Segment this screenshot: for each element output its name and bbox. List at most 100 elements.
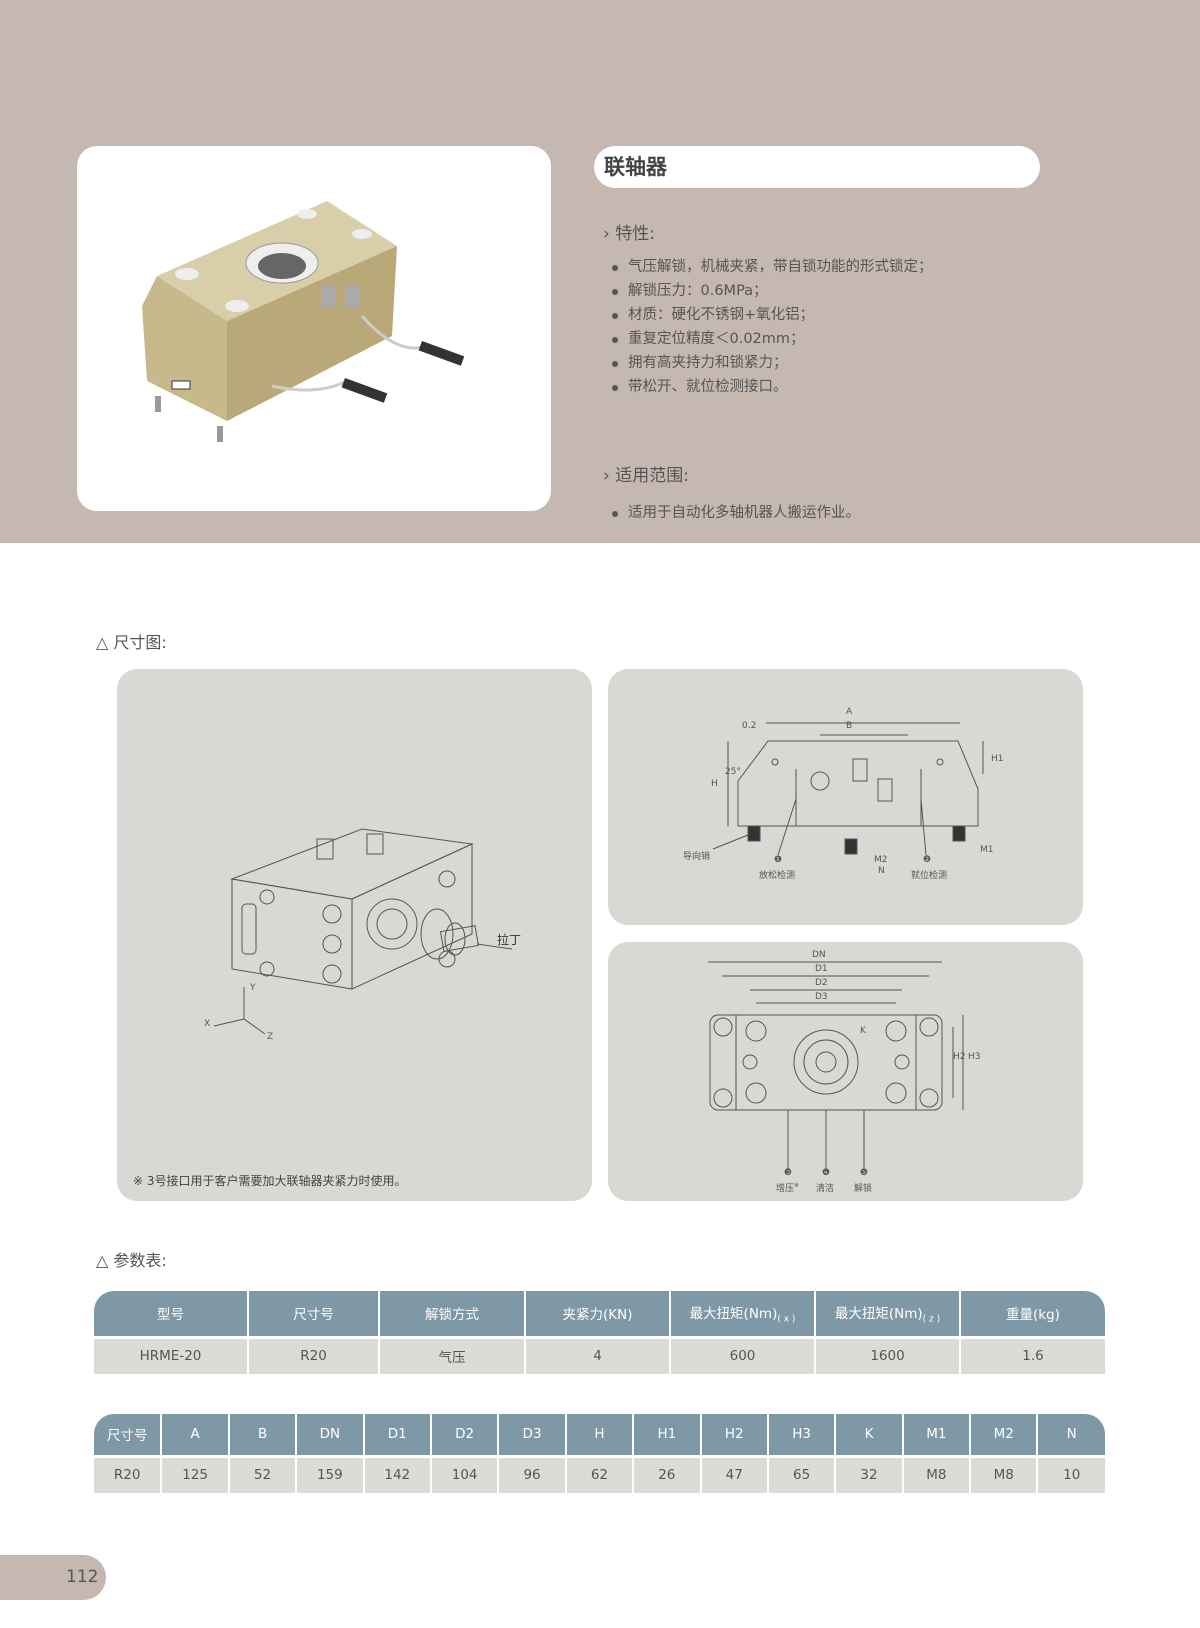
- scope-list: 适用于自动化多轴机器人搬运作业。: [612, 501, 860, 525]
- table-row: HRME-20 R20 气压 4 600 1600 1.6: [94, 1335, 1105, 1374]
- dim-H1: H1: [991, 754, 1004, 764]
- axis-z-label: Z: [267, 1032, 274, 1042]
- cell: 32: [835, 1454, 904, 1493]
- cell: M8: [970, 1454, 1039, 1493]
- dimension-section-label: △ 尺寸图:: [96, 633, 167, 652]
- isometric-drawing: [213, 828, 513, 1035]
- col-header: H: [565, 1414, 635, 1456]
- list-item: 拥有高夹持力和锁紧力；: [612, 351, 933, 375]
- table-header-row: 型号 尺寸号 解锁方式 夹紧力(KN) 最大扭矩(Nm)( x ) 最大扭矩(N…: [94, 1291, 1105, 1337]
- list-item: 材质：硬化不锈钢+氧化铝；: [612, 303, 933, 327]
- cell: 1.6: [960, 1335, 1105, 1374]
- dim-M1: M1: [980, 845, 994, 855]
- cell: 气压: [379, 1335, 526, 1374]
- col-header: M1: [902, 1414, 972, 1456]
- cell: 47: [700, 1454, 769, 1493]
- port-2-number: ❷: [923, 855, 932, 865]
- port-4-number: ❹: [822, 1168, 831, 1178]
- cell: 62: [565, 1454, 635, 1493]
- col-header: H3: [767, 1414, 837, 1456]
- cell: 159: [296, 1454, 365, 1493]
- dim-N: N: [878, 866, 885, 876]
- cell: 96: [498, 1454, 567, 1493]
- port-2-label: 就位检测: [911, 871, 948, 881]
- dim-H3: H3: [968, 1052, 981, 1062]
- features-heading: › 特性:: [603, 224, 655, 244]
- port-3-text: 增压: [776, 1184, 795, 1194]
- cell: 600: [670, 1335, 816, 1374]
- port-5-number: ❺: [860, 1168, 869, 1178]
- col-header: A: [161, 1414, 230, 1456]
- dim-M2: M2: [874, 855, 888, 865]
- cell: R20: [248, 1335, 380, 1374]
- list-item: 带松开、就位检测接口。: [612, 375, 933, 399]
- col-header-text: 最大扭矩(Nm): [834, 1305, 923, 1322]
- col-header: 型号: [94, 1291, 249, 1337]
- port-1-number: ❶: [774, 855, 783, 865]
- coupling-product-image: [142, 201, 465, 442]
- dim-0.2: 0.2: [742, 721, 757, 731]
- guide-pin-label: 导向销: [683, 852, 711, 862]
- port-1-label: 放松检测: [759, 871, 796, 881]
- cell: 26: [633, 1454, 702, 1493]
- port-4-label: 清洁: [816, 1184, 835, 1194]
- list-item: 气压解锁，机械夹紧，带自锁功能的形式锁定；: [612, 255, 933, 279]
- list-item: 重复定位精度＜0.02mm；: [612, 327, 933, 351]
- dim-B: B: [846, 721, 853, 731]
- col-header: H2: [700, 1414, 769, 1456]
- port-5-label: 解锁: [854, 1184, 873, 1194]
- model-params-table: 型号 尺寸号 解锁方式 夹紧力(KN) 最大扭矩(Nm)( x ) 最大扭矩(N…: [94, 1291, 1105, 1374]
- col-header: K: [835, 1414, 904, 1456]
- isometric-view-panel: 拉丁 Y X Z ※ 3号接口用于客户需要加大联轴器夹紧力时使用。: [117, 669, 592, 1201]
- dim-H2: H2: [953, 1052, 966, 1062]
- top-view-panel: DN D1 D2 D3 K H2 H3 ❸ 增压※ ❹ 清洁 ❺ 解锁: [608, 942, 1083, 1201]
- col-header: 解锁方式: [379, 1291, 526, 1337]
- col-header: 最大扭矩(Nm)( x ): [670, 1291, 816, 1337]
- product-title: 联轴器: [594, 146, 1040, 188]
- col-header: D3: [498, 1414, 567, 1456]
- dim-angle: 25°: [725, 767, 741, 777]
- front-view-drawing: [712, 722, 984, 856]
- col-header-sub: ( x ): [777, 1314, 796, 1325]
- col-header: N: [1037, 1414, 1105, 1456]
- port-3-mark: ※: [794, 1182, 800, 1189]
- product-photo: [77, 146, 551, 511]
- cell: 65: [767, 1454, 837, 1493]
- dim-A: A: [846, 707, 853, 717]
- axis-x-label: X: [204, 1019, 211, 1029]
- col-header-text: 最大扭矩(Nm): [689, 1305, 778, 1322]
- list-item: 解锁压力：0.6MPa；: [612, 279, 933, 303]
- scope-heading: › 适用范围:: [603, 466, 689, 486]
- port-3-number: ❸: [784, 1168, 793, 1178]
- col-header-sub: ( z ): [922, 1314, 941, 1325]
- features-heading-text: 特性:: [615, 224, 655, 244]
- cell: HRME-20: [94, 1335, 249, 1374]
- dimension-label-text: 尺寸图:: [113, 633, 167, 652]
- col-header: H1: [633, 1414, 702, 1456]
- dim-D1: D1: [815, 964, 828, 974]
- col-header: DN: [296, 1414, 365, 1456]
- col-header: 最大扭矩(Nm)( z ): [815, 1291, 961, 1337]
- cell: 4: [525, 1335, 671, 1374]
- cell: R20: [94, 1454, 163, 1493]
- cell: M8: [902, 1454, 972, 1493]
- cell: 10: [1037, 1454, 1105, 1493]
- front-view-panel: A B H H1 0.2 25° M1 M2 N 导向销 ❶ 放松检测 ❷ 就位…: [608, 669, 1083, 925]
- footnote: ※ 3号接口用于客户需要加大联轴器夹紧力时使用。: [133, 1174, 407, 1188]
- scope-heading-text: 适用范围:: [615, 466, 689, 486]
- col-header: 夹紧力(KN): [525, 1291, 671, 1337]
- col-header: B: [228, 1414, 298, 1456]
- top-view-drawing: [708, 961, 964, 1172]
- dim-D2: D2: [815, 978, 828, 988]
- features-list: 气压解锁，机械夹紧，带自锁功能的形式锁定； 解锁压力：0.6MPa； 材质：硬化…: [612, 255, 933, 399]
- col-header: D2: [430, 1414, 500, 1456]
- cell: 125: [161, 1454, 230, 1493]
- axis-y-label: Y: [250, 983, 256, 993]
- params-section-label: △ 参数表:: [96, 1251, 167, 1270]
- col-header: D1: [363, 1414, 432, 1456]
- col-header: M2: [970, 1414, 1039, 1456]
- col-header: 尺寸号: [248, 1291, 380, 1337]
